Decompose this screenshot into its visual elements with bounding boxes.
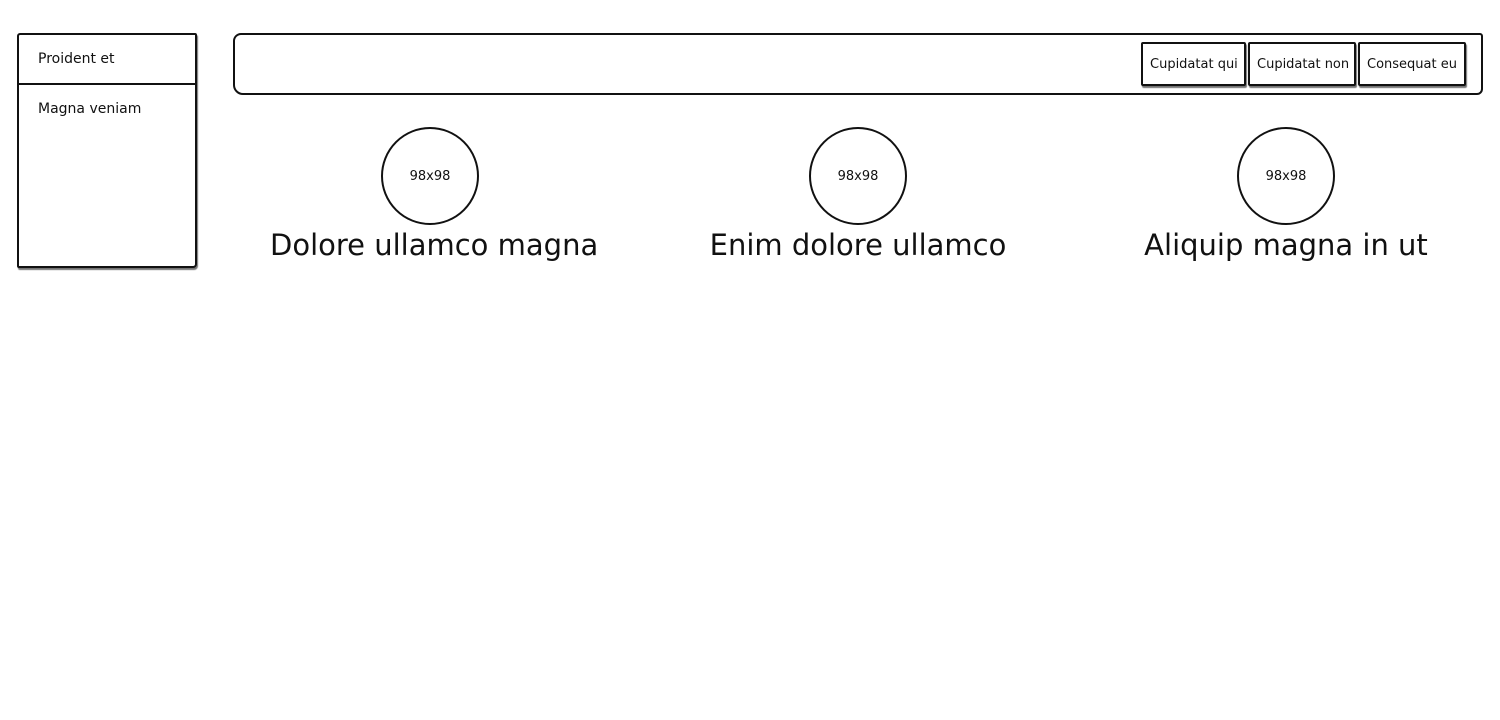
cupidatat-qui-button[interactable]: Cupidatat qui <box>1141 42 1246 86</box>
feature-title: Aliquip magna in ut <box>1144 228 1428 262</box>
sidebar-item-magna-veniam[interactable]: Magna veniam <box>19 85 195 133</box>
consequat-eu-button[interactable]: Consequat eu <box>1358 42 1466 86</box>
header-button-group: Cupidatat qui Cupidatat non Consequat eu <box>1141 42 1466 86</box>
header-bar: Cupidatat qui Cupidatat non Consequat eu <box>233 33 1483 95</box>
feature-title: Dolore ullamco magna <box>270 228 599 262</box>
sidebar-item-proident-et[interactable]: Proident et <box>19 35 195 85</box>
image-size-label: 98x98 <box>837 168 879 184</box>
feature-image-placeholder: 98x98 <box>809 127 907 225</box>
feature-image-placeholder: 98x98 <box>1237 127 1335 225</box>
feature-card: 98x98 Dolore ullamco magna <box>270 127 599 263</box>
sidebar: Proident et Magna veniam <box>17 33 197 268</box>
feature-card: 98x98 Enim dolore ullamco <box>698 127 1018 263</box>
feature-card: 98x98 Aliquip magna in ut <box>1126 127 1446 263</box>
image-size-label: 98x98 <box>1265 168 1307 184</box>
cupidatat-non-button[interactable]: Cupidatat non <box>1248 42 1356 86</box>
image-size-label: 98x98 <box>409 168 451 184</box>
feature-title: Enim dolore ullamco <box>709 228 1007 262</box>
sidebar-item-label: Proident et <box>38 51 115 67</box>
feature-image-placeholder: 98x98 <box>381 127 479 225</box>
sidebar-item-label: Magna veniam <box>38 101 142 117</box>
